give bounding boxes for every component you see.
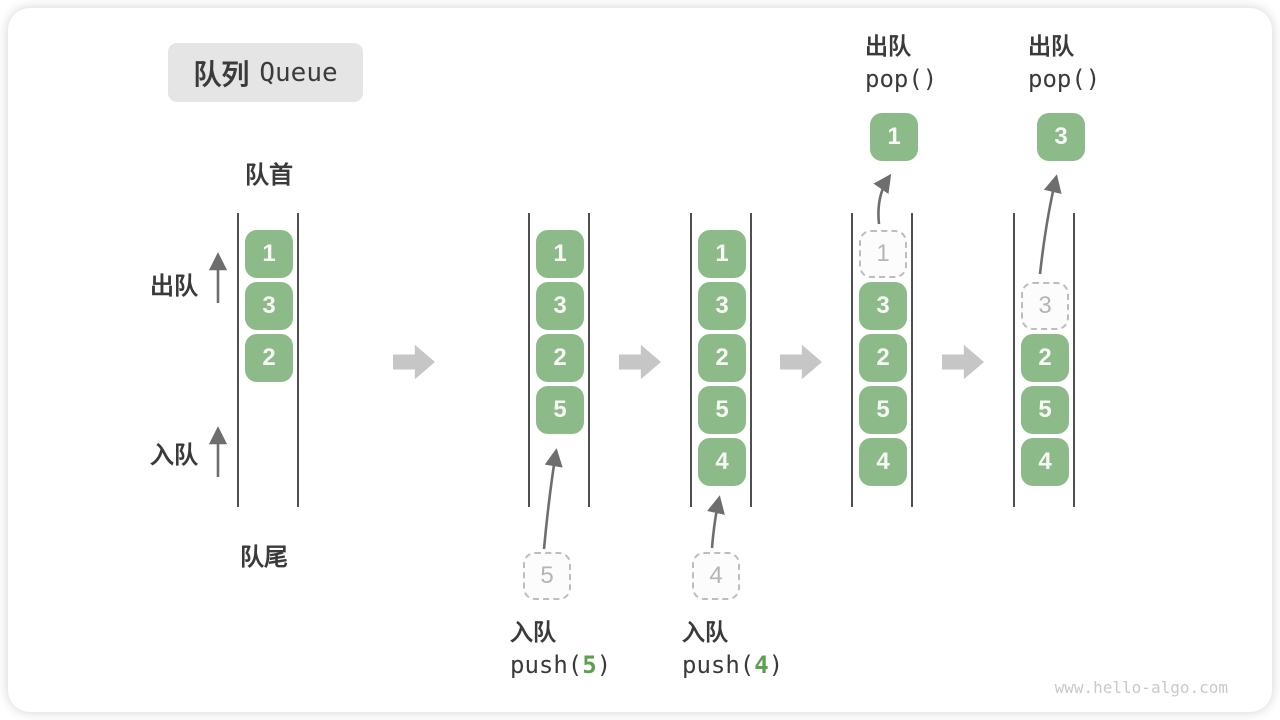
annotation-pop3-zh: 出队 <box>1028 33 1074 59</box>
annotation-push4-zh: 入队 <box>682 619 728 645</box>
queue-cell-ghost: 3 <box>1021 282 1069 330</box>
title-chip: 队列 Queue <box>168 43 363 102</box>
queue-cell: 4 <box>1021 438 1069 486</box>
annotation-pop1: 出队 pop() <box>865 30 937 96</box>
annotation-pop1-zh: 出队 <box>865 33 911 59</box>
queue-cell: 4 <box>859 438 907 486</box>
queue-cell: 5 <box>859 386 907 434</box>
ghost-enqueue-value: 4 <box>692 552 740 600</box>
queue-cell: 2 <box>698 334 746 382</box>
watermark: www.hello-algo.com <box>1054 678 1228 697</box>
queue-cell: 2 <box>1021 334 1069 382</box>
title-zh: 队列 <box>193 58 250 90</box>
annotation-pop1-code: pop() <box>865 65 938 93</box>
title-en: Queue <box>259 57 338 88</box>
queue-cell: 1 <box>698 230 746 278</box>
push4-arg: 4 <box>754 651 769 679</box>
queue-cell: 3 <box>245 282 293 330</box>
queue-cell: 2 <box>536 334 584 382</box>
label-queue-front: 队首 <box>245 162 293 189</box>
queue-cell: 1 <box>245 230 293 278</box>
queue-cell: 3 <box>859 282 907 330</box>
queue-cell: 2 <box>859 334 907 382</box>
queue-cell: 2 <box>245 334 293 382</box>
queue-cell: 5 <box>1021 386 1069 434</box>
queue-cell: 5 <box>698 386 746 434</box>
queue-cell-ghost: 1 <box>859 230 907 278</box>
annotation-pop3-code: pop() <box>1028 65 1101 93</box>
popped-value-cell: 3 <box>1037 113 1085 161</box>
ghost-enqueue-value: 5 <box>523 552 571 600</box>
queue-cell: 3 <box>698 282 746 330</box>
popped-value-cell: 1 <box>870 113 918 161</box>
annotation-push5: 入队 push(5) <box>510 616 611 682</box>
annotation-push5-zh: 入队 <box>510 619 556 645</box>
label-enqueue-side: 入队 <box>150 442 198 469</box>
queue-cell: 1 <box>536 230 584 278</box>
annotation-push4: 入队 push(4) <box>682 616 783 682</box>
annotation-push5-code: push(5) <box>510 651 612 679</box>
label-dequeue-side: 出队 <box>150 273 198 300</box>
annotation-pop3: 出队 pop() <box>1028 30 1100 96</box>
queue-cell: 5 <box>536 386 584 434</box>
push5-arg: 5 <box>582 651 597 679</box>
queue-cell: 4 <box>698 438 746 486</box>
annotation-push4-code: push(4) <box>682 651 784 679</box>
label-queue-rear: 队尾 <box>240 544 288 571</box>
queue-cell: 3 <box>536 282 584 330</box>
